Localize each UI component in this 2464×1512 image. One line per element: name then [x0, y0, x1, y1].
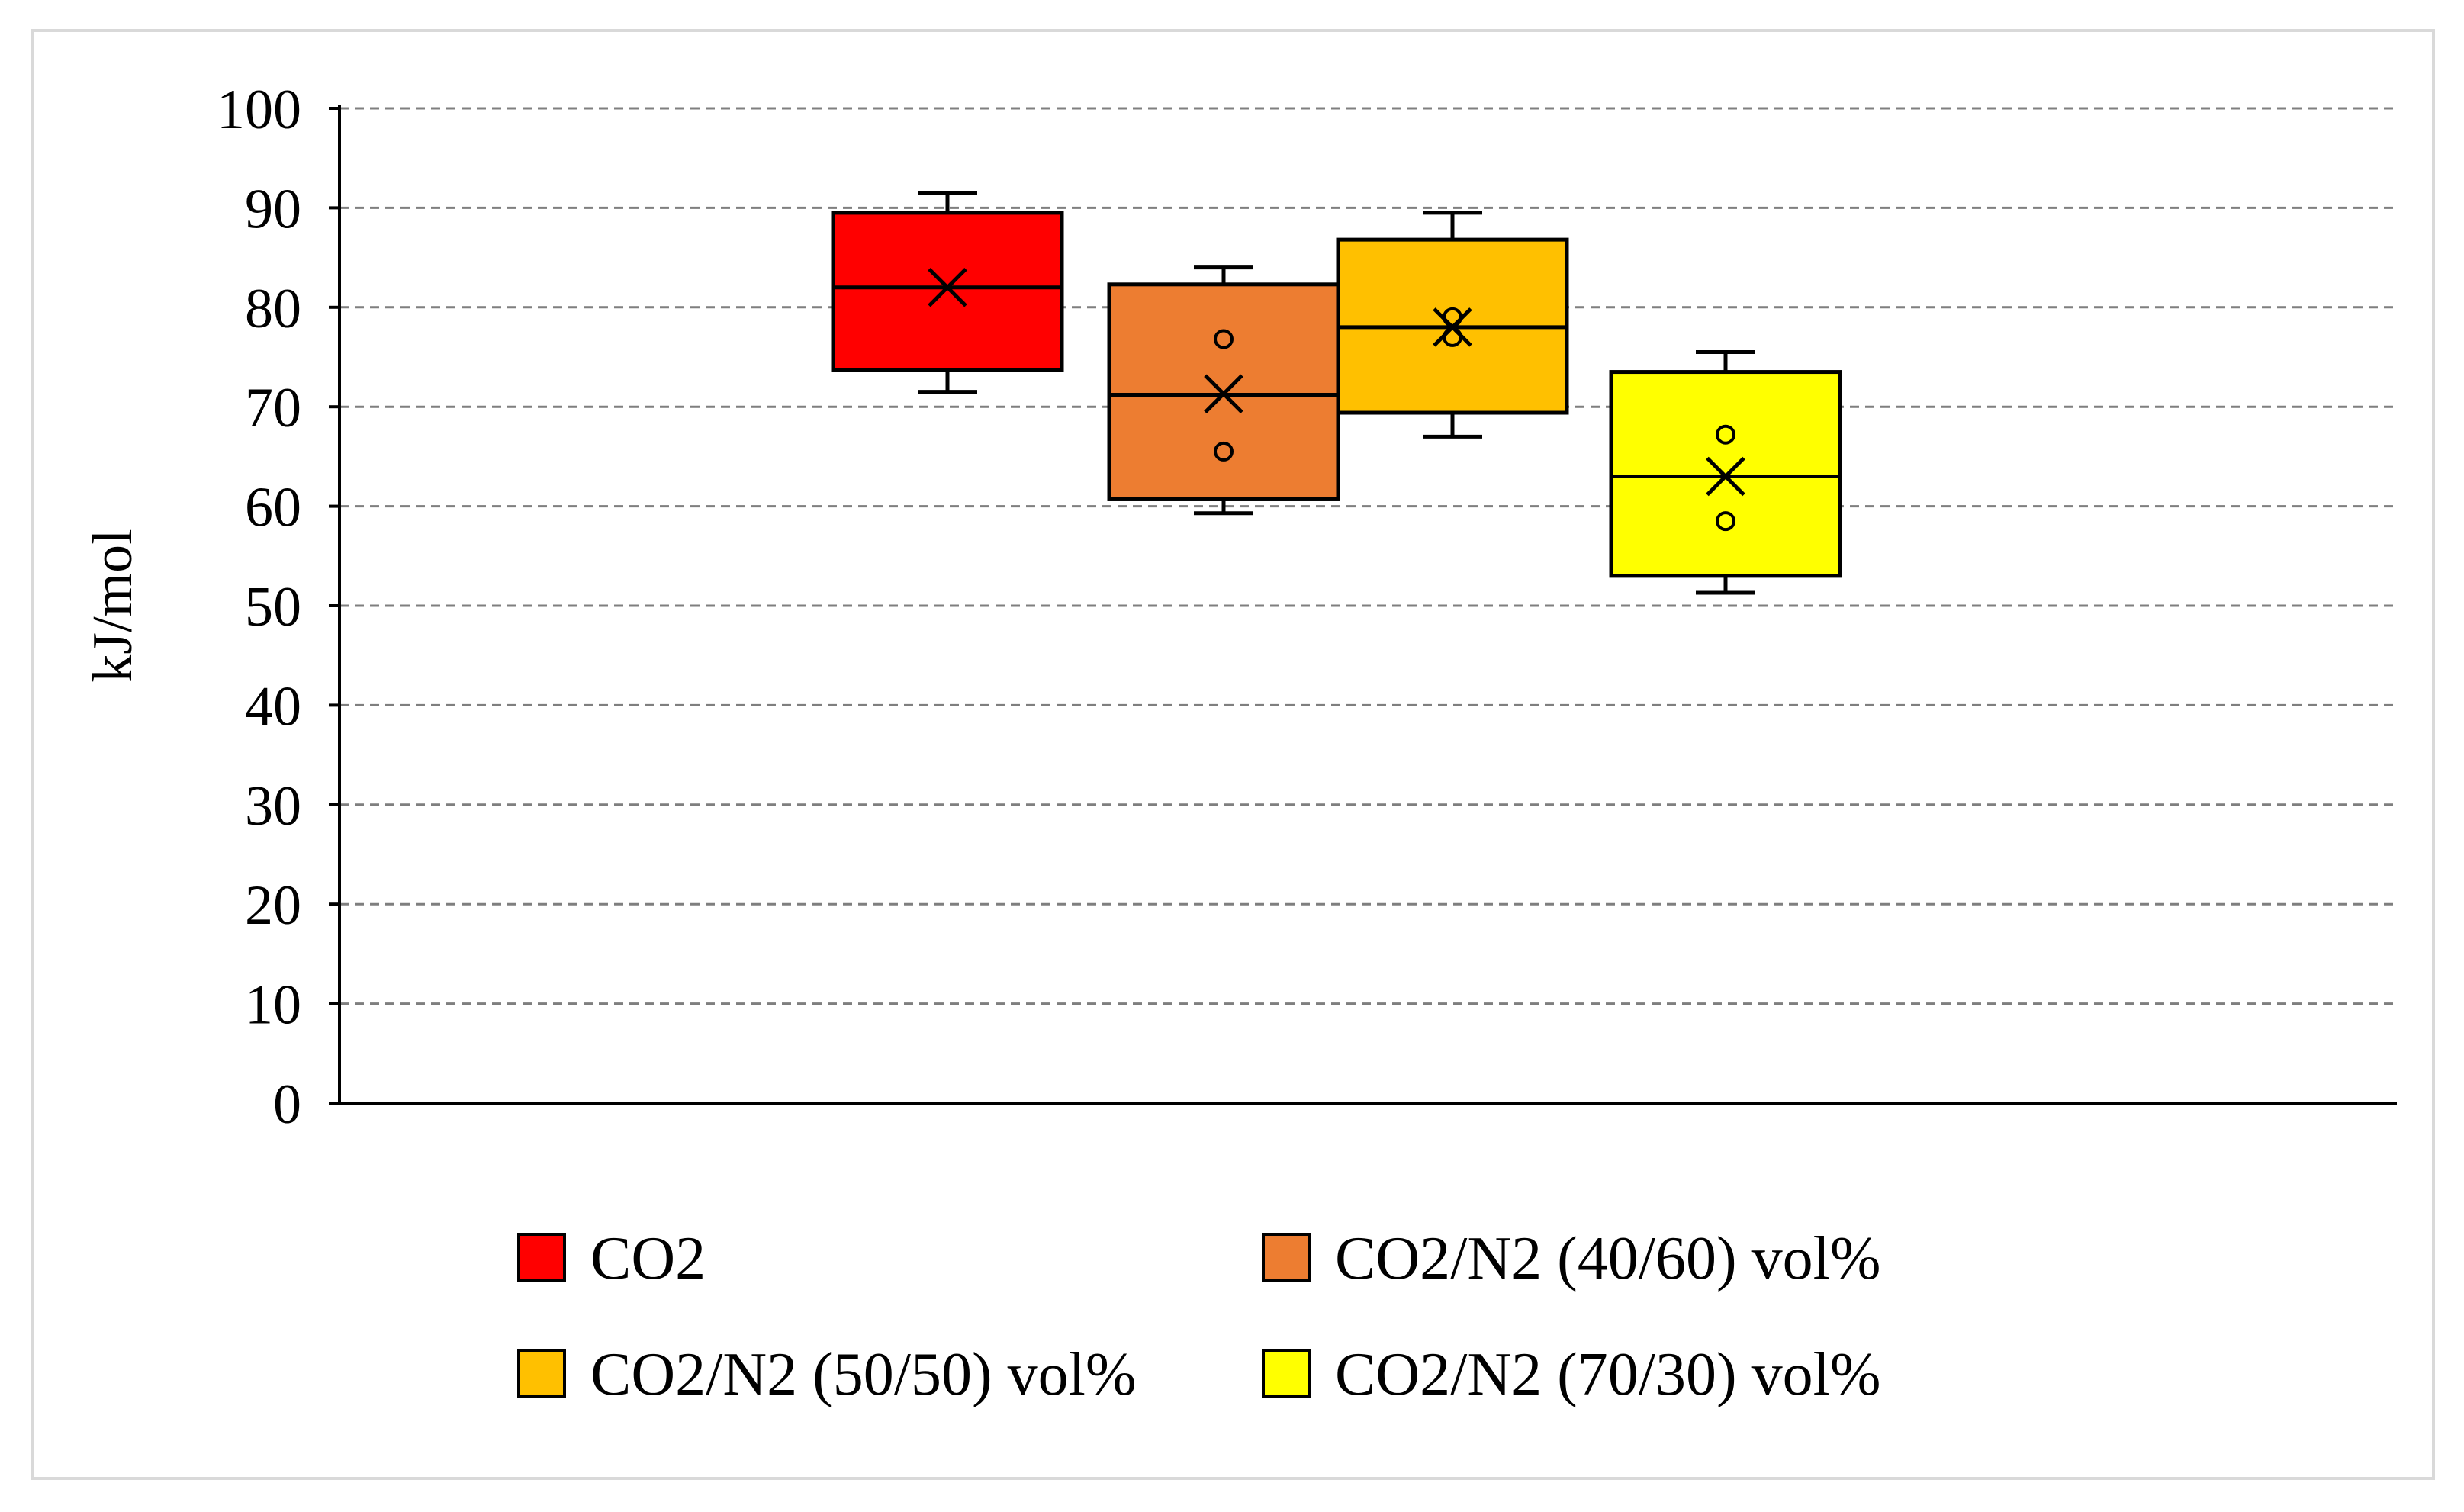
- mean-marker: [1433, 307, 1472, 347]
- legend-swatch: [1262, 1349, 1311, 1398]
- chart-frame: [31, 29, 2435, 1480]
- y-tick-label: 60: [245, 477, 301, 539]
- box-4: [1609, 349, 1842, 595]
- y-axis: [329, 105, 2397, 1105]
- legend-item: CO2: [517, 1225, 706, 1292]
- legend-label: CO2/N2 (70/30) vol%: [1335, 1341, 1881, 1408]
- grid-lines: [339, 107, 2397, 1005]
- legend-swatch: [1262, 1233, 1311, 1282]
- data-point: [1716, 511, 1735, 532]
- y-tick-labels: 0 10 20 30 40 50 60 70 80 90 100: [217, 79, 301, 1136]
- box-iqr: [831, 211, 1064, 372]
- y-tick-label: 30: [245, 775, 301, 838]
- y-tick-label: 80: [245, 278, 301, 340]
- legend-item: CO2/N2 (50/50) vol%: [517, 1341, 1137, 1408]
- legend-swatch: [517, 1349, 566, 1398]
- legend-swatch: [517, 1233, 566, 1282]
- legend-item: CO2/N2 (40/60) vol%: [1262, 1225, 1881, 1292]
- y-tick-label: 0: [273, 1073, 301, 1136]
- mean-marker: [1204, 374, 1243, 414]
- box-3: [1336, 211, 1569, 439]
- boxes: [831, 191, 1842, 595]
- y-tick-label: 90: [245, 178, 301, 240]
- mean-marker: [1706, 456, 1745, 497]
- mean-marker-stroke: [1204, 374, 1243, 414]
- mean-marker-stroke: [1433, 307, 1472, 347]
- legend-item: CO2/N2 (70/30) vol%: [1262, 1341, 1881, 1408]
- data-point: [1716, 424, 1735, 445]
- y-tick-label: 20: [245, 874, 301, 937]
- legend: CO2 CO2/N2 (40/60) vol% CO2/N2 (50/50) vol…: [517, 1225, 1881, 1408]
- y-tick-label: 10: [245, 974, 301, 1037]
- mean-marker-stroke: [928, 267, 967, 307]
- data-point: [1214, 441, 1234, 462]
- data-point: [1214, 329, 1234, 349]
- box-2: [1107, 265, 1340, 516]
- mean-marker: [928, 267, 967, 307]
- legend-label: CO2: [590, 1225, 706, 1292]
- y-tick-label: 40: [245, 675, 301, 738]
- y-axis-title: kJ/mol: [82, 529, 144, 682]
- legend-label: CO2/N2 (50/50) vol%: [590, 1341, 1137, 1408]
- y-tick-label: 50: [245, 576, 301, 639]
- box-1: [831, 191, 1064, 394]
- y-tick-label: 100: [217, 79, 301, 141]
- mean-marker-stroke: [1706, 456, 1745, 497]
- y-tick-label: 70: [245, 377, 301, 439]
- legend-label: CO2/N2 (40/60) vol%: [1335, 1225, 1881, 1292]
